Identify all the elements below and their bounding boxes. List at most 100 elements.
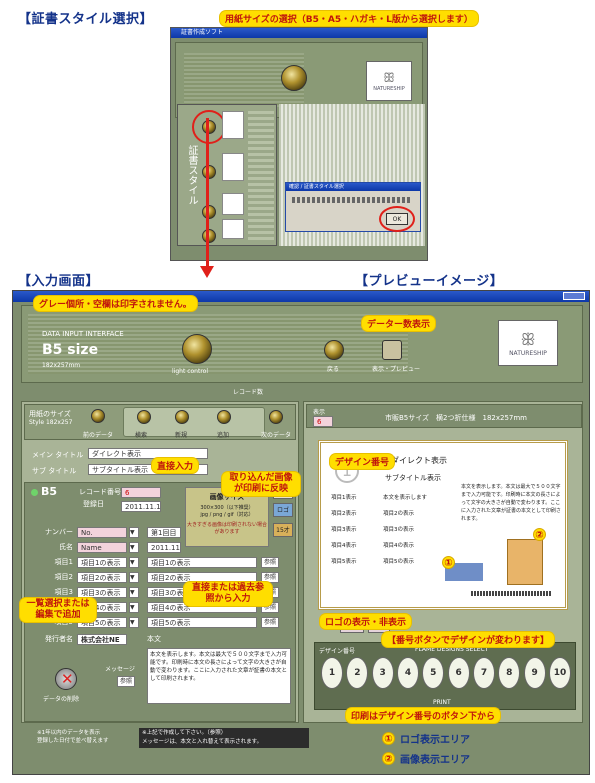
heading-input-screen: 【入力画面】 <box>18 274 100 289</box>
past-value-field[interactable]: 2011.11.1 <box>147 542 181 553</box>
footer-left-note: ※1年以内のデータを表示 登録した日付で並べ替えます <box>37 730 109 744</box>
issuer-input[interactable]: 株式会社NE <box>77 634 127 645</box>
form-row-input[interactable]: No. <box>77 527 127 538</box>
select-dropdown[interactable]: ▼ <box>129 617 139 628</box>
preview-item-label: 項目5表示 <box>331 559 357 565</box>
light-knob[interactable] <box>281 65 307 91</box>
preview-body-text: 本文を表示します。本文は最大で５００文字まで入力可能です。印刷時に本文の長さによ… <box>461 484 561 522</box>
preview-button-icon[interactable] <box>382 340 402 360</box>
select-dropdown[interactable]: ▼ <box>129 587 139 598</box>
design-chip-button[interactable]: 9 <box>523 657 546 689</box>
window-title: 証書作成ソフト <box>171 28 427 38</box>
form-row-input[interactable]: 項目1の表示 <box>77 557 127 568</box>
preview-item-label: 項目2表示 <box>331 511 357 517</box>
design-chip-button[interactable]: 3 <box>371 657 394 689</box>
record-number-field: 6 <box>121 487 161 498</box>
callout-image-reflect: 取り込んだ画像が印刷に反映 <box>222 472 300 496</box>
input-panel: 用紙のサイズ Style 182x257 前のデータ 検索 新規 追加 次のデー… <box>21 401 299 723</box>
design-number-label: デザイン番号 <box>319 648 356 655</box>
preview-item-value: 項目3の表示 <box>383 527 414 533</box>
heading-preview: 【プレビューイメージ】 <box>355 274 504 289</box>
nav-prev-button[interactable] <box>91 409 105 423</box>
select-dropdown[interactable]: ▼ <box>129 572 139 583</box>
toggle-logo[interactable]: ロゴ <box>273 503 293 517</box>
main-title-label: メイン タイトル <box>32 451 84 459</box>
past-value-field[interactable]: 項目5の表示 <box>147 617 257 628</box>
preview-item-value: 本文を表示します <box>383 495 428 501</box>
style-knob-1[interactable] <box>202 120 216 134</box>
past-value-field[interactable]: 第1回目 <box>147 527 181 538</box>
b5-label: B5 <box>41 485 58 498</box>
style-side-label: 証書スタイル <box>186 145 197 205</box>
form-row-label: 氏名 <box>59 543 73 551</box>
select-dropdown[interactable]: ▼ <box>129 527 139 538</box>
nav-next-button[interactable] <box>269 410 283 424</box>
design-chip-button[interactable]: 7 <box>472 657 495 689</box>
design-chip-button[interactable]: 8 <box>498 657 521 689</box>
main-title-input[interactable]: ダイレクト表示 <box>88 448 208 459</box>
image-size-desc: 300×300（以下推奨） jpg / png / gif（対応） <box>200 505 254 518</box>
toggle-15[interactable]: 15才 <box>273 523 293 537</box>
sub-title-input[interactable]: サブタイトル表示 <box>88 464 208 475</box>
design-chip-button[interactable]: 1 <box>321 657 343 689</box>
callout-design-number: デザイン番号 <box>330 454 395 469</box>
form-row-input[interactable]: 項目2の表示 <box>77 572 127 583</box>
style-knob-4[interactable] <box>202 229 216 243</box>
logo-text: NATURESHIP <box>373 85 405 92</box>
preview-header: 表示 <box>313 409 326 416</box>
form-row-input[interactable]: 項目3の表示 <box>77 587 127 598</box>
window-controls[interactable] <box>563 292 585 300</box>
design-chip-button[interactable]: 10 <box>548 657 571 689</box>
design-chip-button[interactable]: 4 <box>396 657 419 689</box>
select-dropdown[interactable]: ▼ <box>129 542 139 553</box>
nav-search-label: 検索 <box>135 432 148 439</box>
nav-prev-label: 前のデータ <box>83 432 114 439</box>
design-chip-button[interactable]: 6 <box>447 657 470 689</box>
data-input-interface-label: DATA INPUT INTERFACE <box>42 330 124 338</box>
body-textarea[interactable]: 本文を表示します。本文は最大で５００文字まで入力可能です。印刷時に本文の長さによ… <box>147 648 291 704</box>
delete-icon[interactable]: ✕ <box>55 668 77 690</box>
style-knob-2[interactable] <box>202 165 216 179</box>
design-chip-button[interactable]: 2 <box>346 657 369 689</box>
message-label: メッセージ <box>105 666 135 673</box>
dialog-title: 確認 / 証書スタイル選択 <box>286 183 420 191</box>
nav-label-2: Style 182x257 <box>29 419 73 426</box>
back-button-icon[interactable] <box>324 340 344 360</box>
preview-item-label: 項目1表示 <box>331 495 357 501</box>
style-select-window: 証書作成ソフト ꕥ NATURESHIP 証書スタイル 確認 / 証書スタイル選… <box>170 27 428 261</box>
marker-2: ② <box>533 528 546 541</box>
callout-number-button: 【番号ボタンでデザインが変わります】 <box>382 632 555 647</box>
message-button[interactable]: 参照 <box>117 676 136 687</box>
flow-arrow <box>206 118 209 270</box>
nav-add-button[interactable] <box>217 410 231 424</box>
ref-button[interactable]: 参照 <box>261 572 280 583</box>
ref-button[interactable]: 参照 <box>261 557 280 568</box>
nav-bar: 用紙のサイズ Style 182x257 前のデータ 検索 新規 追加 次のデー… <box>24 404 296 440</box>
past-value-field[interactable]: 項目1の表示 <box>147 557 257 568</box>
preview-button-label: 表示・プレビュー <box>372 366 421 373</box>
legend-1-num: ① <box>382 732 395 745</box>
image-big-note: 大きすぎる画像は印刷されない場合があります <box>186 522 267 535</box>
light-control-knob[interactable] <box>182 334 212 364</box>
legend-1: ① ロゴ表示エリア <box>382 731 470 746</box>
callout-data-count: データー数表示 <box>362 316 436 331</box>
frame-select-label: FLAME DESIGNS SELECT <box>415 646 489 653</box>
select-dropdown[interactable]: ▼ <box>129 557 139 568</box>
nav-label-1: 用紙のサイズ <box>29 410 71 418</box>
form-row-input[interactable]: 項目5の表示 <box>77 617 127 628</box>
callout-paper-size: 用紙サイズの選択（B5・A5・ハガキ・L版から選択します） <box>220 11 478 26</box>
ref-button[interactable]: 参照 <box>261 617 280 628</box>
nav-search-button[interactable] <box>137 410 151 424</box>
style-knob-3[interactable] <box>202 205 216 219</box>
nav-new-button[interactable] <box>175 410 189 424</box>
form-row-input[interactable]: Name <box>77 542 127 553</box>
delete-label: データの削除 <box>43 696 80 703</box>
preview-image-area <box>507 539 543 585</box>
design-chip-button[interactable]: 5 <box>422 657 445 689</box>
confirm-dialog: 確認 / 証書スタイル選択 OK <box>285 182 421 232</box>
preview-subtitle: サブタイトル表示 <box>385 474 441 482</box>
preview-item-label: 項目4表示 <box>331 543 357 549</box>
select-dropdown[interactable]: ▼ <box>129 602 139 613</box>
